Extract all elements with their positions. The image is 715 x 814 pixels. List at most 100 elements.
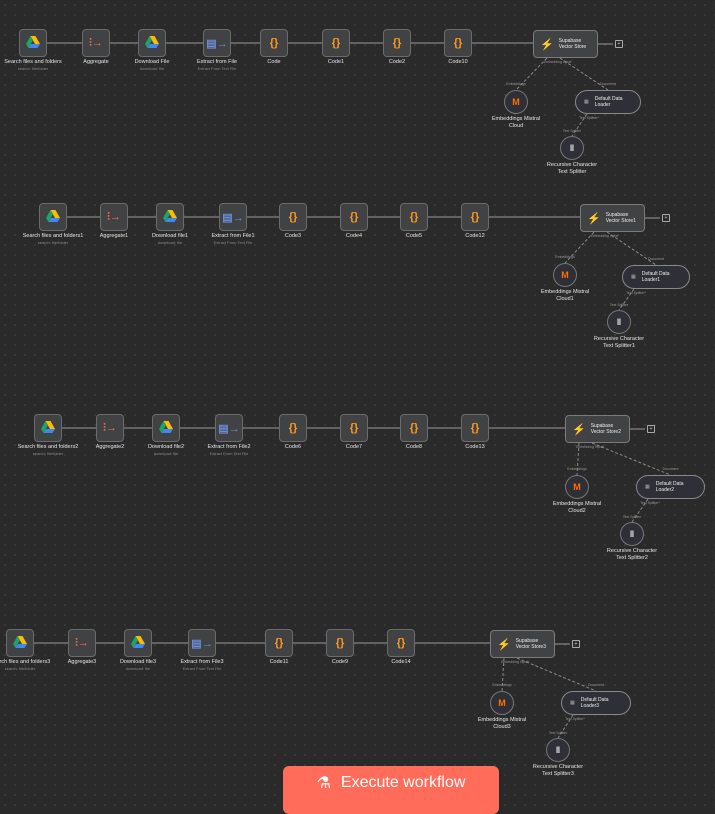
node-subtitle: Extract From Text File <box>209 451 249 456</box>
node-label: Code5 <box>405 233 423 239</box>
node-label: Recursive Character Text Splitter <box>546 162 598 175</box>
node-label: Recursive Character Text Splitter3 <box>532 764 584 777</box>
supabase-vector-store-node[interactable]: ⚡Supabase Vector Store3 <box>490 630 555 658</box>
node-label: Supabase Vector Store <box>558 38 587 50</box>
embeddings-mistral-node[interactable]: M <box>553 263 577 287</box>
mistral-icon: M <box>573 482 581 492</box>
text-splitter-node[interactable]: ‖ <box>620 522 644 546</box>
default-data-loader-node[interactable]: ▦Default Data Loader2 <box>636 475 705 499</box>
code-icon: {} <box>470 211 480 223</box>
workflow-node[interactable] <box>156 203 184 231</box>
text-splitter-node[interactable]: ‖ <box>607 310 631 334</box>
workflow-node[interactable]: ▤→ <box>215 414 243 442</box>
code-icon: {} <box>409 211 419 223</box>
extract-file-icon: ▤→ <box>191 637 213 650</box>
workflow-node[interactable]: {} <box>326 629 354 657</box>
code-icon: {} <box>349 422 359 434</box>
node-label: Code10 <box>448 59 468 65</box>
node-subtitle: download: file <box>157 240 183 245</box>
node-label: Extract from File <box>196 59 238 65</box>
workflow-node[interactable]: {} <box>340 414 368 442</box>
node-label: Embeddings Mistral Cloud3 <box>477 717 527 730</box>
node-label: Code7 <box>345 444 363 450</box>
handle-label: Embedding Input* <box>544 60 572 64</box>
add-node-button[interactable]: + <box>662 214 670 222</box>
workflow-node[interactable] <box>6 629 34 657</box>
workflow-node[interactable]: {} <box>260 29 288 57</box>
splitter-icon: ‖ <box>616 317 622 327</box>
google-drive-icon <box>26 35 40 51</box>
workflow-node[interactable]: {} <box>400 203 428 231</box>
workflow-node[interactable]: ⫶→ <box>100 203 128 231</box>
supabase-vector-store-node[interactable]: ⚡Supabase Vector Store <box>533 30 598 58</box>
add-node-button[interactable]: + <box>615 40 623 48</box>
add-node-button[interactable]: + <box>572 640 580 648</box>
workflow-node[interactable]: {} <box>322 29 350 57</box>
node-subtitle: Extract From Text File <box>182 666 222 671</box>
document-icon: ▦ <box>570 700 575 706</box>
node-subtitle: download: file <box>153 451 179 456</box>
node-label: Default Data Loader2 <box>655 481 684 493</box>
node-label: Embeddings Mistral Cloud <box>491 116 541 129</box>
workflow-node[interactable]: {} <box>279 203 307 231</box>
workflow-node[interactable]: ⫶→ <box>82 29 110 57</box>
google-drive-icon <box>131 635 145 651</box>
splitter-connection <box>571 113 588 137</box>
extract-file-icon: ▤→ <box>218 422 240 435</box>
node-label: Recursive Character Text Splitter1 <box>593 336 645 349</box>
node-label: Embeddings Mistral Cloud2 <box>552 501 602 514</box>
node-label: Download file3 <box>119 659 157 665</box>
workflow-node[interactable]: ▤→ <box>188 629 216 657</box>
execute-workflow-button[interactable]: ⚗ Execute workflow <box>283 766 499 814</box>
supabase-vector-store-node[interactable]: ⚡ Supabase Vector Store1 <box>580 204 645 232</box>
node-label: Search files and folders3 <box>0 659 51 665</box>
workflow-node[interactable]: {} <box>383 29 411 57</box>
node-label: Download File <box>134 59 170 65</box>
workflow-node[interactable] <box>39 203 67 231</box>
handle-label: Document <box>600 82 616 86</box>
default-data-loader-node[interactable]: ▦Default Data Loader <box>575 90 641 114</box>
node-label: Code13 <box>465 444 485 450</box>
embeddings-mistral-node[interactable]: M <box>565 475 589 499</box>
google-drive-icon <box>13 635 27 651</box>
node-label: Code11 <box>269 659 289 665</box>
workflow-node[interactable] <box>19 29 47 57</box>
workflow-node[interactable]: {} <box>461 414 489 442</box>
workflow-node[interactable]: ▤→ <box>203 29 231 57</box>
workflow-node[interactable] <box>138 29 166 57</box>
workflow-node[interactable]: {} <box>461 203 489 231</box>
workflow-node[interactable]: {} <box>340 203 368 231</box>
workflow-node[interactable] <box>124 629 152 657</box>
splitter-icon: ‖ <box>555 745 561 755</box>
node-label: Aggregate3 <box>67 659 97 665</box>
supabase-vector-store-node[interactable]: ⚡Supabase Vector Store2 <box>565 415 630 443</box>
workflow-node[interactable]: {} <box>279 414 307 442</box>
workflow-node[interactable]: {} <box>265 629 293 657</box>
workflow-node[interactable]: {} <box>400 414 428 442</box>
workflow-node[interactable] <box>152 414 180 442</box>
workflow-node[interactable]: {} <box>444 29 472 57</box>
add-node-button[interactable]: + <box>647 425 655 433</box>
default-data-loader-node[interactable]: ▦ Default Data Loader3 <box>561 691 631 715</box>
embeddings-mistral-node[interactable]: M <box>490 691 514 715</box>
text-splitter-node[interactable]: ‖ <box>546 738 570 762</box>
text-splitter-node[interactable]: ‖ <box>560 136 584 160</box>
node-label: Supabase Vector Store1 <box>605 212 636 224</box>
node-label: Extract from File1 <box>211 233 255 239</box>
workflow-node[interactable]: ⫶→ <box>96 414 124 442</box>
node-label: Supabase Vector Store3 <box>515 638 546 650</box>
node-label: Default Data Loader3 <box>580 697 609 709</box>
workflow-node[interactable] <box>34 414 62 442</box>
google-drive-icon <box>163 209 177 225</box>
workflow-node[interactable]: ⫶→ <box>68 629 96 657</box>
default-data-loader-node[interactable]: ▦Default Data Loader1 <box>622 265 690 289</box>
supabase-icon: ⚡ <box>587 212 601 225</box>
google-drive-icon <box>159 420 173 436</box>
node-subtitle: search: file/folder <box>32 451 64 456</box>
workflow-node[interactable]: ▤→ <box>219 203 247 231</box>
aggregate-icon: ⫶→ <box>89 36 103 49</box>
workflow-node[interactable]: {} <box>387 629 415 657</box>
embeddings-mistral-node[interactable]: M <box>504 90 528 114</box>
node-subtitle: download: file <box>139 66 165 71</box>
node-label: Download file2 <box>147 444 185 450</box>
